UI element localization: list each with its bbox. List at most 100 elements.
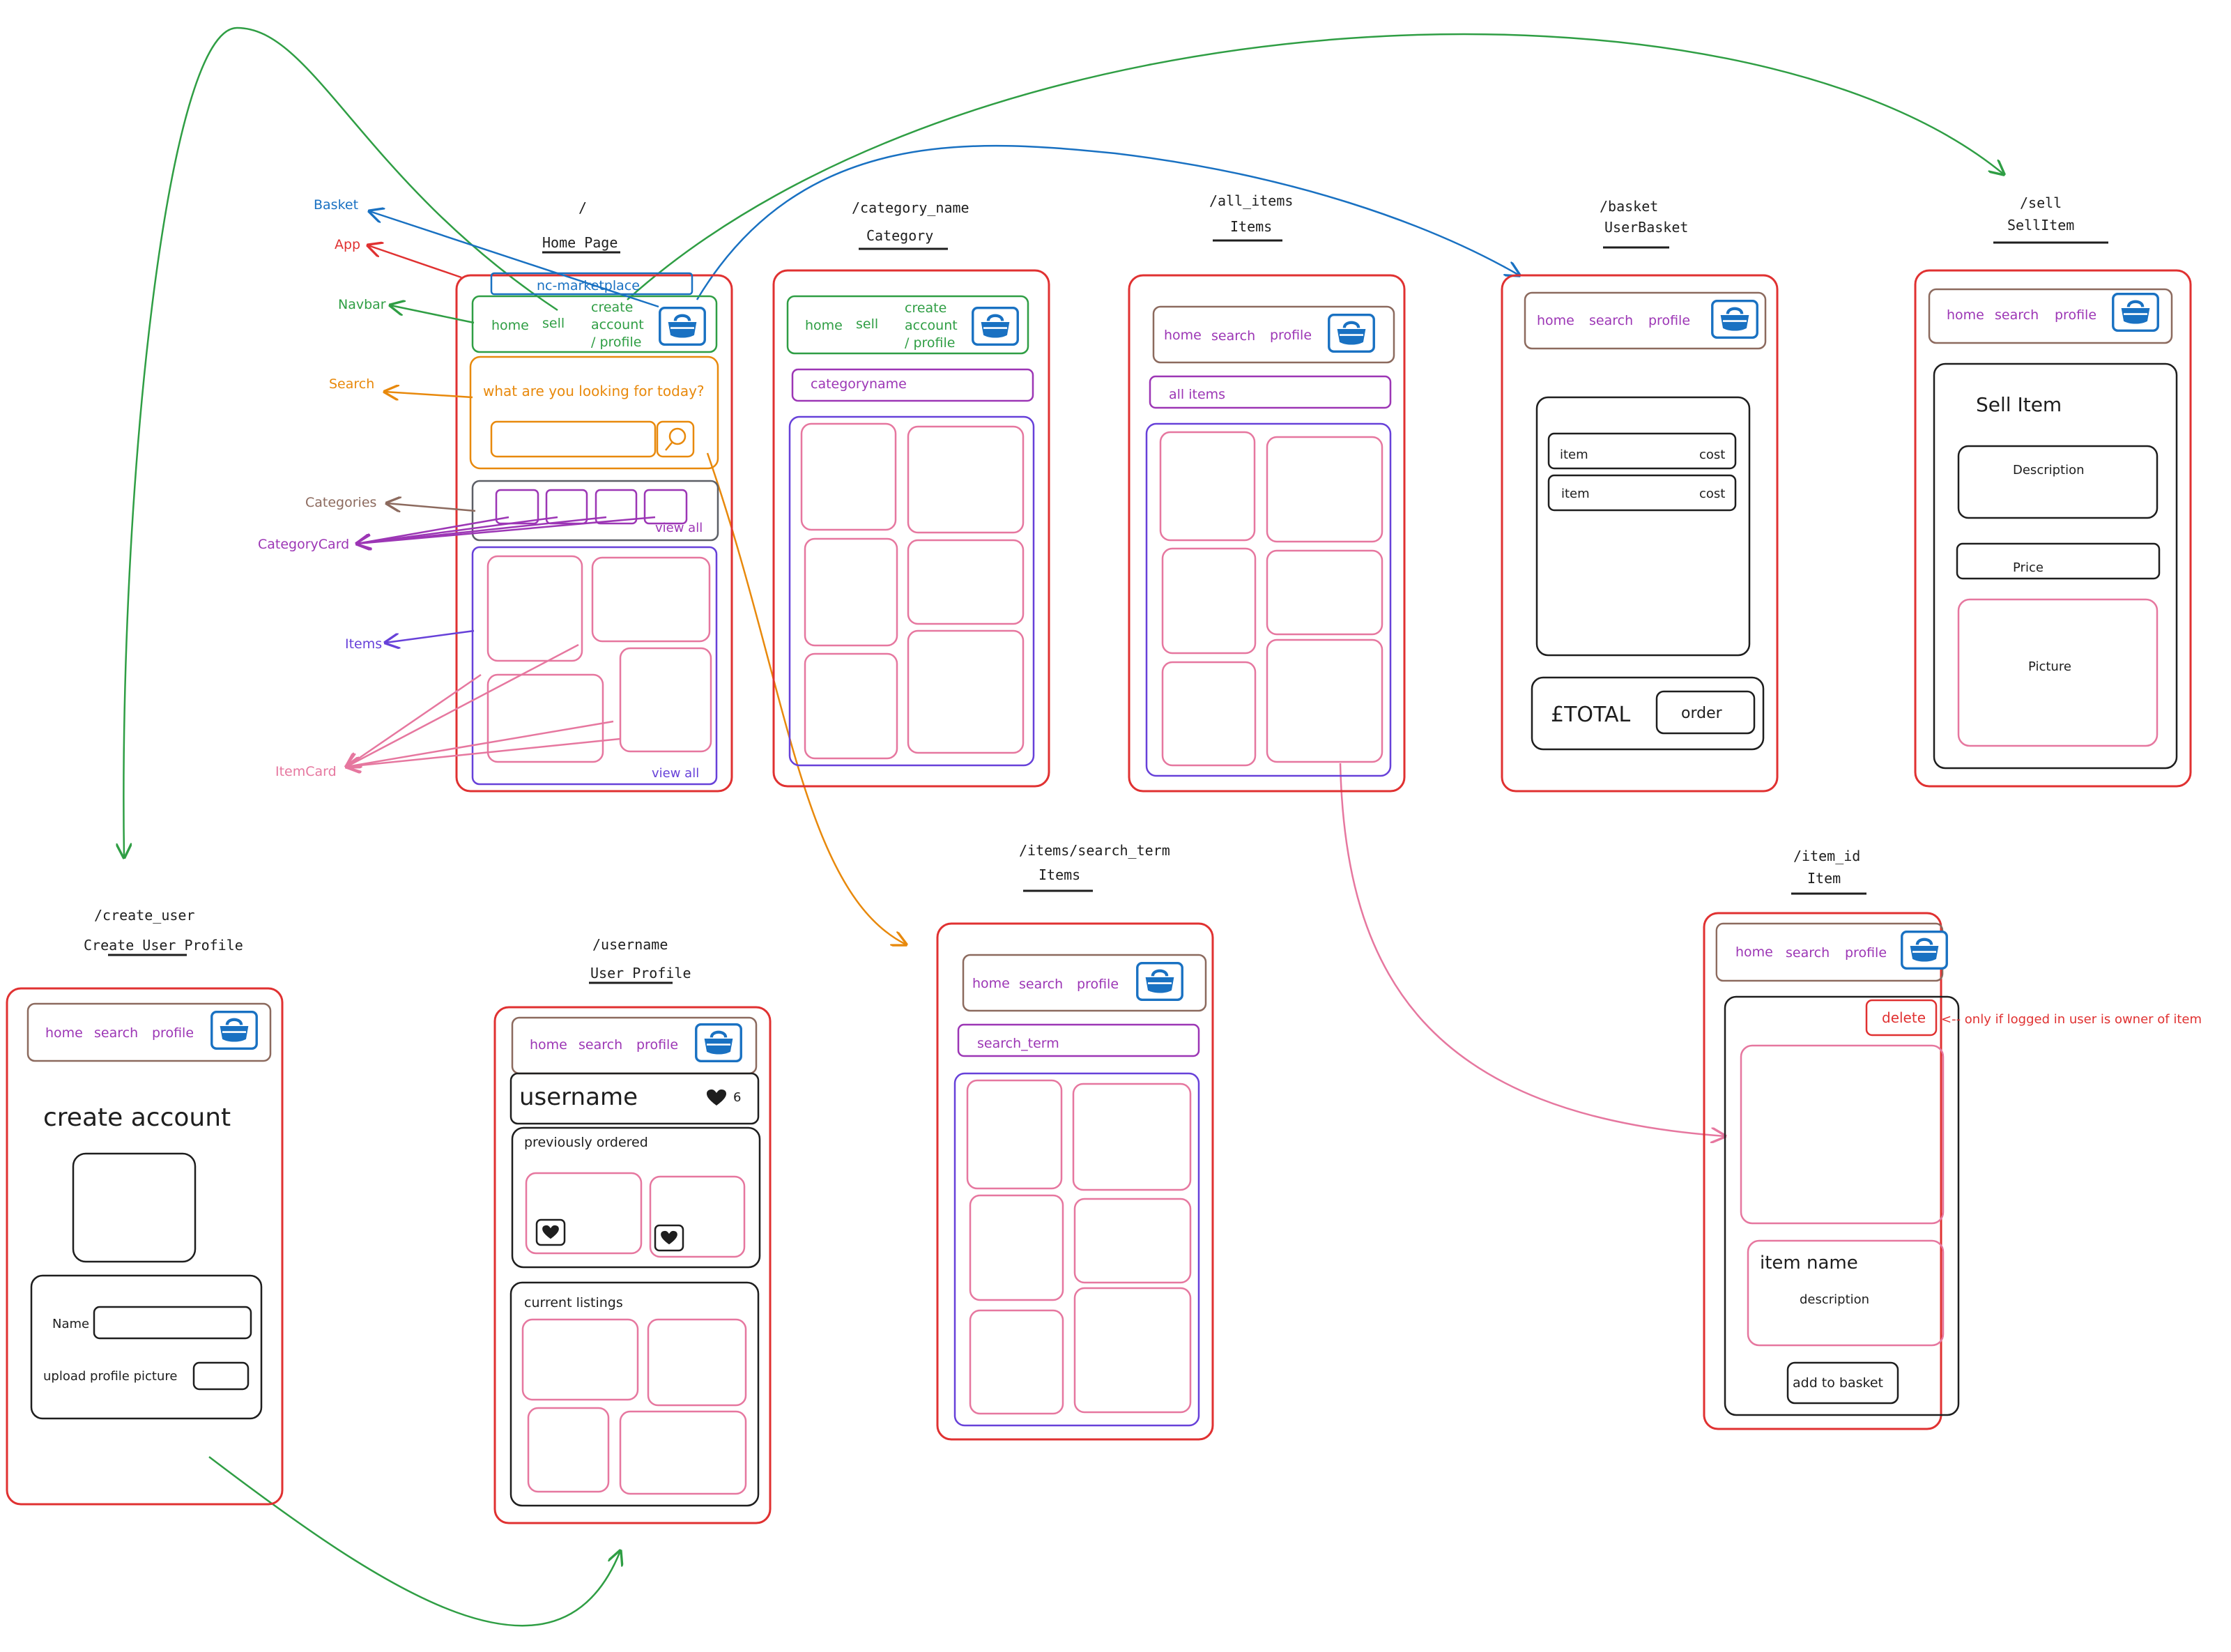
picture-upload[interactable] (1957, 598, 2159, 747)
item-card[interactable] (1159, 431, 1256, 542)
nav-home-link[interactable]: home (45, 1025, 83, 1041)
nav-home-link[interactable]: home (805, 318, 843, 333)
category-card[interactable] (643, 489, 688, 525)
item-card[interactable] (591, 556, 711, 643)
categories-view-all-link[interactable]: view all (655, 521, 703, 535)
nav-profile-link[interactable]: / profile (591, 335, 641, 350)
nav-home-link[interactable]: home (1735, 944, 1773, 960)
annotations: Basket App Navbar Search Categories Cate… (258, 197, 659, 779)
ordered-item-card[interactable] (649, 1175, 746, 1258)
nav-home-link[interactable]: home (1164, 328, 1202, 343)
heart-button[interactable] (654, 1224, 684, 1252)
nav-search-link[interactable]: search (1019, 977, 1063, 992)
nav-create-link[interactable]: create (905, 300, 946, 316)
nav-profile-link[interactable]: profile (152, 1025, 194, 1041)
listing-item-card[interactable] (619, 1410, 747, 1495)
category-card[interactable] (495, 489, 539, 525)
heart-button[interactable] (535, 1218, 566, 1246)
nav-sell-link[interactable]: sell (542, 316, 565, 331)
nav-sell-link[interactable]: sell (856, 316, 878, 332)
create-user-navbar (26, 1002, 272, 1062)
basket-icon[interactable] (973, 308, 1018, 345)
nav-search-link[interactable]: search (1589, 313, 1633, 328)
nav-profile-link[interactable]: profile (636, 1037, 678, 1053)
nav-home-link[interactable]: home (491, 318, 529, 333)
ordered-item-card[interactable] (525, 1172, 643, 1255)
nav-search-link[interactable]: search (94, 1025, 138, 1041)
order-button[interactable] (1655, 690, 1756, 735)
delete-button[interactable] (1865, 999, 1938, 1037)
item-card[interactable] (1073, 1287, 1192, 1414)
description-field[interactable] (1957, 445, 2159, 519)
upload-picture-button[interactable] (192, 1361, 250, 1391)
item-card[interactable] (907, 629, 1025, 754)
items-view-all-link[interactable]: view all (652, 766, 699, 781)
annotation-search: Search (329, 376, 374, 392)
create-user-form (30, 1274, 263, 1420)
item-card[interactable] (804, 652, 898, 760)
item-card[interactable] (1266, 549, 1383, 636)
item-card[interactable] (907, 425, 1025, 534)
nav-account-link[interactable]: account (905, 318, 958, 333)
basket-icon[interactable] (1712, 301, 1757, 338)
listing-item-card[interactable] (521, 1318, 639, 1401)
item-card[interactable] (800, 422, 897, 531)
nav-profile-link[interactable]: / profile (905, 335, 955, 351)
nav-home-link[interactable]: home (1947, 307, 1984, 323)
nav-create-link[interactable]: create (591, 300, 633, 315)
nav-account-link[interactable]: account (591, 317, 644, 332)
item-card[interactable] (486, 555, 583, 662)
item-card[interactable] (1073, 1198, 1192, 1284)
nav-profile-link[interactable]: profile (1077, 977, 1119, 992)
item-card[interactable] (1161, 547, 1257, 655)
basket-icon[interactable] (212, 1012, 256, 1049)
name-input[interactable] (93, 1306, 252, 1340)
basket-row-box (1547, 432, 1737, 470)
nav-profile-link[interactable]: profile (1648, 313, 1690, 328)
category-card[interactable] (595, 489, 638, 525)
listing-item-card[interactable] (647, 1318, 747, 1407)
nav-search-link[interactable]: search (1211, 328, 1255, 344)
all-items-frame (1128, 274, 1406, 793)
heart-icon[interactable] (707, 1089, 726, 1106)
category-frame (772, 269, 1050, 788)
item-card[interactable] (969, 1194, 1064, 1301)
basket-icon[interactable] (2113, 294, 2158, 331)
search-button[interactable] (656, 420, 695, 458)
item-card[interactable] (1161, 661, 1257, 767)
nav-home-link[interactable]: home (1537, 313, 1574, 328)
item-card[interactable] (804, 537, 898, 647)
nav-profile-link[interactable]: profile (1270, 328, 1312, 343)
nav-search-link[interactable]: search (1995, 307, 2039, 323)
item-card[interactable] (486, 673, 604, 763)
category-card[interactable] (545, 489, 588, 525)
sell-title: SellItem (2007, 217, 2074, 234)
category-title: Category (866, 227, 933, 244)
basket-icon[interactable] (660, 308, 705, 345)
heart-icon (661, 1230, 677, 1245)
item-card[interactable] (969, 1309, 1064, 1415)
name-label: Name (52, 1317, 89, 1331)
basket-icon[interactable] (1329, 315, 1374, 352)
add-to-basket-button[interactable] (1786, 1361, 1899, 1405)
item-card[interactable] (907, 539, 1025, 625)
avatar-placeholder (72, 1152, 197, 1263)
item-card[interactable] (1266, 638, 1383, 763)
item-card[interactable] (1072, 1083, 1192, 1191)
basket-icon[interactable] (1902, 932, 1947, 969)
basket-icon[interactable] (1137, 963, 1182, 1000)
nav-home-link[interactable]: home (530, 1037, 567, 1053)
item-card[interactable] (1266, 436, 1383, 543)
nav-search-link[interactable]: search (578, 1037, 622, 1053)
nav-search-link[interactable]: search (1786, 945, 1830, 961)
search-input[interactable] (490, 420, 657, 458)
basket-icon[interactable] (696, 1025, 741, 1062)
nav-profile-link[interactable]: profile (1845, 945, 1887, 961)
listing-item-card[interactable] (527, 1407, 610, 1493)
price-field[interactable] (1956, 542, 2161, 580)
item-card[interactable] (619, 647, 712, 753)
item-card[interactable] (966, 1079, 1063, 1190)
nav-home-link[interactable]: home (972, 976, 1010, 991)
nav-profile-link[interactable]: profile (2055, 307, 2096, 323)
